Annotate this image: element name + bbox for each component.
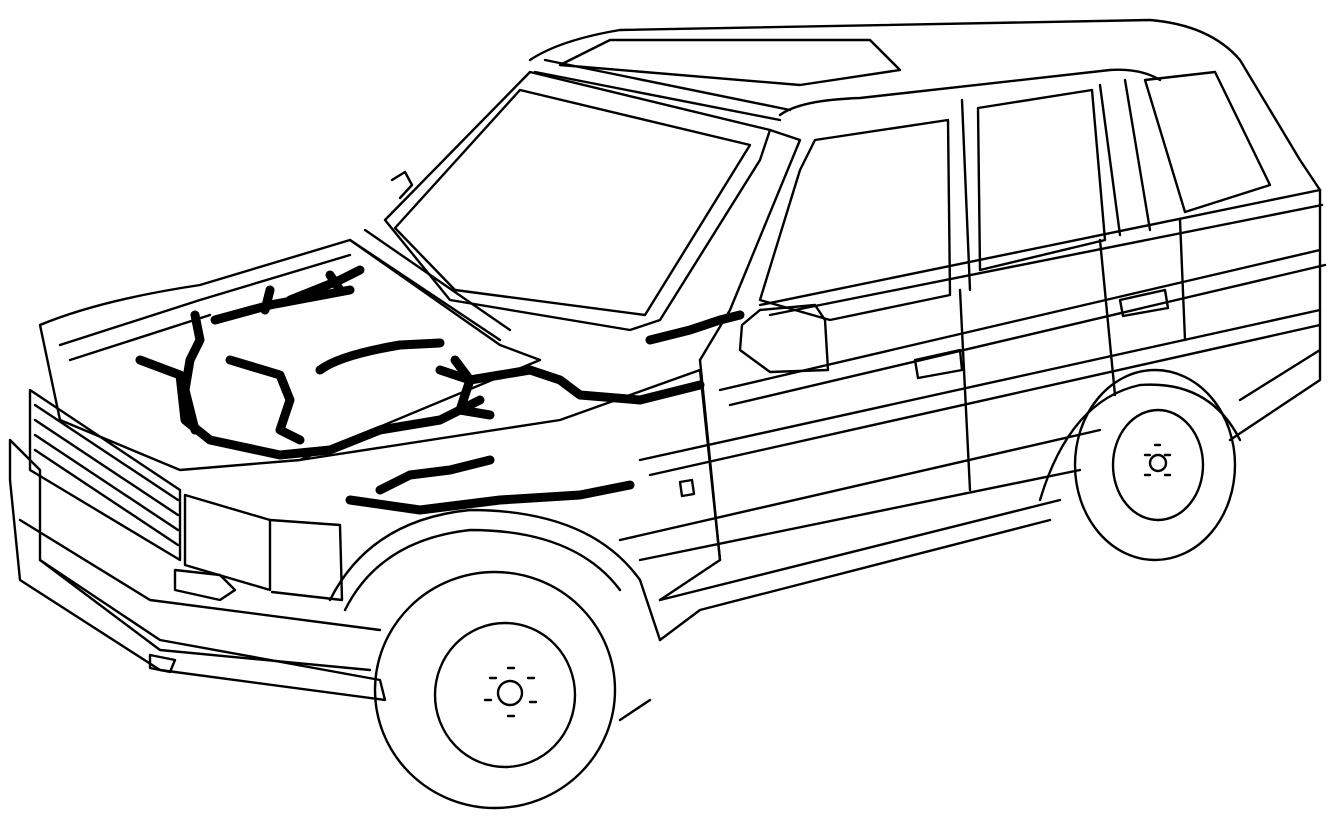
harness-engine-bay-rear xyxy=(315,338,445,375)
rear-door-window xyxy=(976,88,1107,272)
harness-dash-feed xyxy=(645,310,745,345)
front-door-handle xyxy=(913,348,964,380)
harness-fender-run xyxy=(345,480,635,515)
front-fog-lamp xyxy=(173,568,237,602)
side-mirror xyxy=(738,303,830,374)
wiring-harness xyxy=(135,265,745,515)
harness-engine-bay-left xyxy=(180,310,205,435)
rear-wheel-rim xyxy=(1111,408,1205,522)
harness-bulkhead xyxy=(435,365,705,405)
harness-fender-lower xyxy=(375,455,495,495)
underbody-line xyxy=(618,518,1052,722)
indicator-lamp xyxy=(678,478,696,498)
front-wheel-arch xyxy=(328,508,662,642)
hood-outline xyxy=(38,238,542,472)
windscreen xyxy=(383,70,772,332)
sunroof xyxy=(558,38,902,87)
roof-outline xyxy=(528,18,1322,192)
front-wheel-nuts xyxy=(483,666,538,718)
front-wheel-rim xyxy=(433,621,577,769)
rear-door-handle xyxy=(1118,288,1170,318)
b-pillar xyxy=(960,78,1152,292)
rear-tyre xyxy=(1073,368,1237,562)
grille-slats xyxy=(33,403,180,547)
harness-engine-bay-center xyxy=(225,355,305,445)
front-fender xyxy=(298,368,722,602)
front-bumper xyxy=(8,438,387,702)
front-sidelamp xyxy=(268,518,344,602)
front-headlamp xyxy=(183,493,272,592)
front-grille xyxy=(28,388,182,562)
front-door-window xyxy=(758,118,952,322)
sill-panel xyxy=(618,428,1102,602)
rear-door-outline xyxy=(1098,218,1187,397)
harness-scuttle xyxy=(285,265,365,305)
rear-wheel-arch xyxy=(1038,383,1242,502)
quarter-window xyxy=(1143,70,1272,214)
bumper-lower xyxy=(18,518,382,672)
roof-rail xyxy=(533,58,792,122)
a-pillar xyxy=(698,128,802,362)
windscreen-inner xyxy=(393,88,752,317)
roof-rear-edge xyxy=(778,68,1162,117)
side-strip-lower xyxy=(638,308,1322,477)
hood-crease xyxy=(58,253,352,362)
antenna xyxy=(390,170,414,200)
front-tyre xyxy=(373,570,617,810)
hood-rear-edge xyxy=(348,228,512,342)
vehicle-body-outline xyxy=(8,18,1327,810)
front-wheel-arch-inner xyxy=(343,528,622,612)
front-hub xyxy=(496,679,524,707)
side-strip-upper xyxy=(718,248,1327,407)
rear-wheel-nuts xyxy=(1143,443,1172,477)
harness-engine-bay-upper xyxy=(210,285,355,325)
rear-body xyxy=(1228,188,1322,442)
rear-hub xyxy=(1148,453,1168,473)
harness-bulkhead-branch xyxy=(450,355,495,420)
belt-line xyxy=(758,188,1324,317)
tow-eye xyxy=(148,653,177,674)
